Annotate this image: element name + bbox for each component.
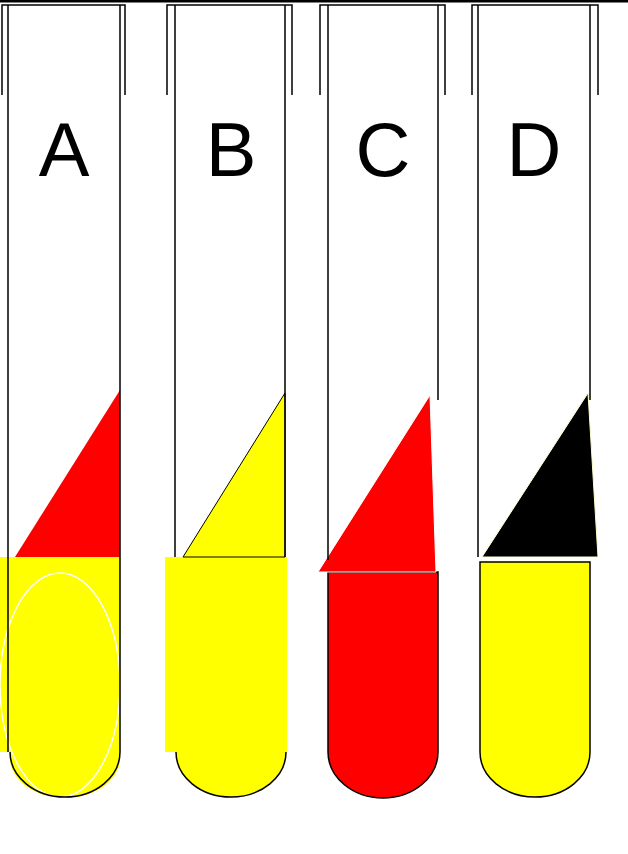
tube-letter: A: [39, 112, 90, 188]
tube-label-box: D: [489, 110, 579, 190]
gas-bubble: [0, 573, 120, 797]
tube-letter: B: [206, 112, 257, 188]
tube-wall: [478, 20, 590, 557]
slant: [318, 395, 436, 572]
butt-bottom: [176, 752, 286, 797]
tube-bottom: [176, 752, 286, 797]
tube-d: [472, 5, 598, 797]
tube-wall: [175, 20, 285, 557]
tube-a: [0, 5, 125, 798]
slant: [15, 390, 120, 557]
butt: [328, 572, 438, 798]
tube-label-box: B: [186, 110, 276, 190]
tube-c: [318, 5, 445, 798]
tube-lip: [320, 5, 445, 95]
tube-wall: [8, 20, 120, 752]
slant: [183, 393, 285, 557]
tube-letter: D: [507, 112, 562, 188]
tube-lip: [472, 5, 598, 95]
tube-lip: [167, 5, 292, 95]
butt: [165, 557, 287, 752]
tube-letter: C: [356, 112, 411, 188]
tube-label-box: C: [338, 110, 428, 190]
tube-label-box: A: [19, 110, 109, 190]
top-rule: [0, 0, 628, 3]
slant: [482, 393, 598, 557]
tube-wall: [328, 20, 438, 560]
tube-lip: [2, 5, 125, 95]
butt: [480, 562, 590, 797]
tube-b: [165, 5, 292, 797]
tube-bottom: [10, 752, 120, 797]
